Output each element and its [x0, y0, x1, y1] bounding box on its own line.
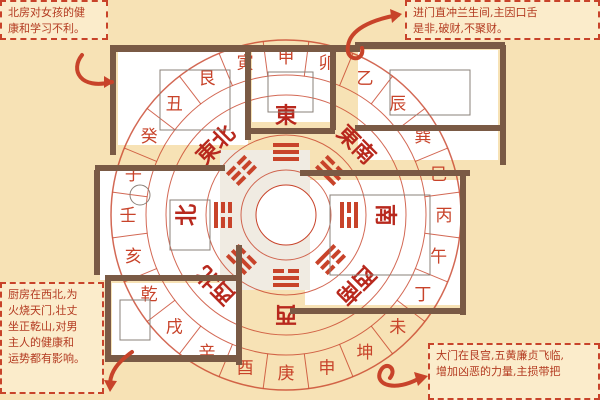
note-bottom-left: 厨房在西北,为 火烧天门,壮丈 坐正乾山,对男 主人的健康和 运势都有影响。 [0, 282, 104, 394]
outer-ring-label: 乾 [141, 285, 158, 305]
outer-ring-label: 壬 [120, 206, 137, 226]
note-bottom-left-text: 厨房在西北,为 火烧天门,壮丈 坐正乾山,对男 主人的健康和 运势都有影响。 [8, 288, 85, 365]
compass-sector-line [262, 353, 269, 389]
compass-center [255, 184, 317, 246]
outer-ring-label: 亥 [125, 247, 142, 267]
trigram-icon [273, 269, 299, 287]
compass-ring [165, 94, 407, 336]
trigram-icon [340, 202, 358, 228]
outer-ring-label: 戌 [166, 318, 183, 338]
compass-sector-line [112, 232, 148, 239]
compass-sector-line [146, 108, 176, 131]
compass-ring [145, 74, 427, 356]
outer-ring-label: 丑 [166, 94, 183, 114]
compass-sector-line [339, 53, 354, 86]
compass-sector-line [339, 344, 354, 377]
direction-label: 西 [275, 301, 297, 327]
outer-ring-label: 丙 [436, 206, 453, 226]
compass-ring [205, 134, 367, 296]
walls [94, 42, 506, 365]
compass-sector-line [303, 353, 310, 389]
outer-ring-label: 癸 [141, 127, 158, 147]
direction-label: 南 [372, 204, 398, 226]
outer-ring-label: 庚 [278, 364, 295, 384]
compass-sector-line [424, 232, 460, 239]
outer-ring-label: 辰 [389, 94, 406, 114]
outer-ring-label: 乙 [357, 69, 374, 89]
compass-sector-line [146, 299, 176, 322]
outer-ring-label: 申 [318, 359, 335, 379]
outer-ring-label: 未 [389, 318, 406, 338]
outer-ring-label: 甲 [278, 48, 295, 68]
note-bottom-right: 大门在艮宫,五黄廉贞飞临, 增加凶恶的力量,主损带把 [428, 343, 600, 400]
compass-sector-line [179, 325, 202, 355]
outer-ring-label: 坤 [357, 343, 374, 363]
note-bottom-right-text: 大门在艮宫,五黄廉贞飞临, 增加凶恶的力量,主损带把 [436, 349, 564, 378]
compass-sector-line [370, 75, 393, 105]
compass-sector-line [370, 325, 393, 355]
direction-label: 北 [174, 204, 200, 226]
note-top-right: 进门直冲兰生间,主因口舌 是非,破财,不聚财。 [405, 0, 600, 40]
note-top-right-text: 进门直冲兰生间,主因口舌 是非,破财,不聚财。 [413, 6, 538, 35]
outer-ring-label: 丁 [414, 285, 431, 305]
outer-ring-label: 午 [430, 247, 447, 267]
trigram-icon [314, 243, 347, 276]
compass-sector-line [179, 75, 202, 105]
compass-ring [240, 169, 332, 261]
direction-label: 東 [275, 103, 297, 129]
compass-sector-line [415, 147, 448, 162]
note-top-left: 北房对女孩的健 康和学习不利。 [0, 0, 108, 40]
compass-sector-line [415, 268, 448, 283]
compass-sector-line [124, 147, 157, 162]
trigram-icon [214, 202, 232, 228]
outer-ring-label: 艮 [199, 69, 216, 89]
note-top-left-text: 北房对女孩的健 康和学习不利。 [8, 6, 85, 35]
trigram-icon [273, 143, 299, 161]
trigram-icon [225, 154, 258, 187]
outer-ring-label: 巽 [414, 127, 431, 147]
room-floors [100, 50, 498, 358]
compass-sector-line [424, 191, 460, 198]
furniture [119, 69, 471, 341]
